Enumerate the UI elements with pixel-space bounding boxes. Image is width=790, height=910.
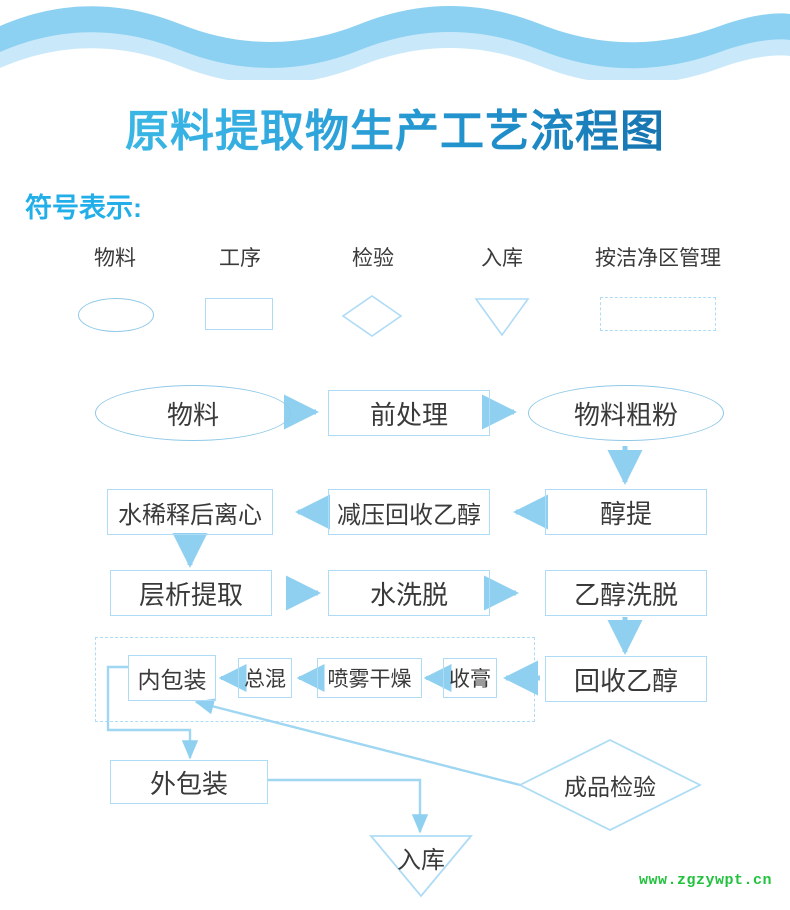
- node-yichunxituo-label: 乙醇洗脱: [573, 579, 678, 610]
- legend-label-process: 工序: [219, 247, 261, 270]
- node-jianyahuishou[interactable]: 减压回收乙醇: [328, 489, 490, 535]
- node-chunti[interactable]: 醇提: [545, 489, 707, 535]
- node-huishouyichun-label: 回收乙醇: [573, 665, 678, 696]
- legend-item-inspection: 检验: [318, 248, 428, 269]
- node-wuliao[interactable]: 物料: [95, 385, 291, 441]
- header-wave-decoration: [0, 0, 790, 80]
- legend-label-clean-zone: 按洁净区管理: [595, 247, 721, 270]
- node-shuixishi-label: 水稀释后离心: [118, 501, 262, 529]
- node-wuliaocufen[interactable]: 物料粗粉: [528, 385, 724, 441]
- legend-item-material: 物料: [60, 248, 170, 269]
- legend-item-clean-zone: 按洁净区管理: [563, 248, 753, 269]
- node-neibaozhuang[interactable]: 内包装: [128, 655, 216, 701]
- edge-waibaozhuang-ruku: [268, 778, 429, 834]
- page-title: 原料提取物生产工艺流程图: [0, 95, 790, 159]
- node-ruku-label: 入库: [397, 846, 445, 874]
- node-cengxi[interactable]: 层析提取: [110, 570, 272, 616]
- legend-item-process: 工序: [185, 248, 295, 269]
- node-waibaozhuang-label: 外包装: [149, 768, 228, 799]
- node-penwuganzao[interactable]: 喷雾干燥: [317, 658, 422, 698]
- node-yichunxituo[interactable]: 乙醇洗脱: [545, 570, 707, 616]
- legend-label-material: 物料: [94, 247, 136, 270]
- legend-heading: 符号表示:: [25, 193, 142, 223]
- node-shougao-label: 收膏: [449, 668, 491, 691]
- node-jianyahuishou-label: 减压回收乙醇: [337, 501, 481, 529]
- node-shuixishi[interactable]: 水稀释后离心: [107, 489, 273, 535]
- node-shuixituo-label: 水洗脱: [369, 579, 448, 610]
- node-huishouyichun[interactable]: 回收乙醇: [545, 656, 707, 702]
- node-qianchuli-label: 前处理: [369, 399, 448, 430]
- node-penwuganzao-label: 喷雾干燥: [327, 668, 412, 691]
- node-cengxi-label: 层析提取: [138, 579, 243, 610]
- node-neibaozhuang-label: 内包装: [137, 667, 207, 693]
- node-zonghun-label: 总混: [244, 668, 286, 691]
- rectangle-shape-icon: [205, 298, 273, 330]
- wave-band-dark: [0, 6, 790, 69]
- legend-item-warehouse: 入库: [447, 248, 557, 269]
- legend-label-warehouse: 入库: [481, 247, 523, 270]
- legend-label-inspection: 检验: [352, 247, 394, 270]
- ellipse-shape-icon: [78, 298, 154, 332]
- node-zonghun[interactable]: 总混: [238, 658, 292, 698]
- node-shougao[interactable]: 收膏: [443, 658, 497, 698]
- node-waibaozhuang[interactable]: 外包装: [110, 760, 268, 804]
- diamond-shape-icon: [341, 295, 403, 337]
- triangle-shape-icon: [474, 298, 530, 337]
- node-wuliao-label: 物料: [166, 399, 219, 430]
- site-watermark: www.zgzywpt.cn: [638, 872, 772, 889]
- dashed-rectangle-shape-icon: [600, 297, 716, 331]
- node-wuliaocufen-label: 物料粗粉: [573, 399, 678, 430]
- node-chengpinjianyan[interactable]: 成品检验: [520, 765, 700, 805]
- node-ruku[interactable]: 入库: [371, 840, 471, 874]
- node-chengpinjianyan-label: 成品检验: [564, 774, 656, 800]
- node-chunti-label: 醇提: [599, 498, 652, 529]
- node-shuixituo[interactable]: 水洗脱: [328, 570, 490, 616]
- node-qianchuli[interactable]: 前处理: [328, 390, 490, 436]
